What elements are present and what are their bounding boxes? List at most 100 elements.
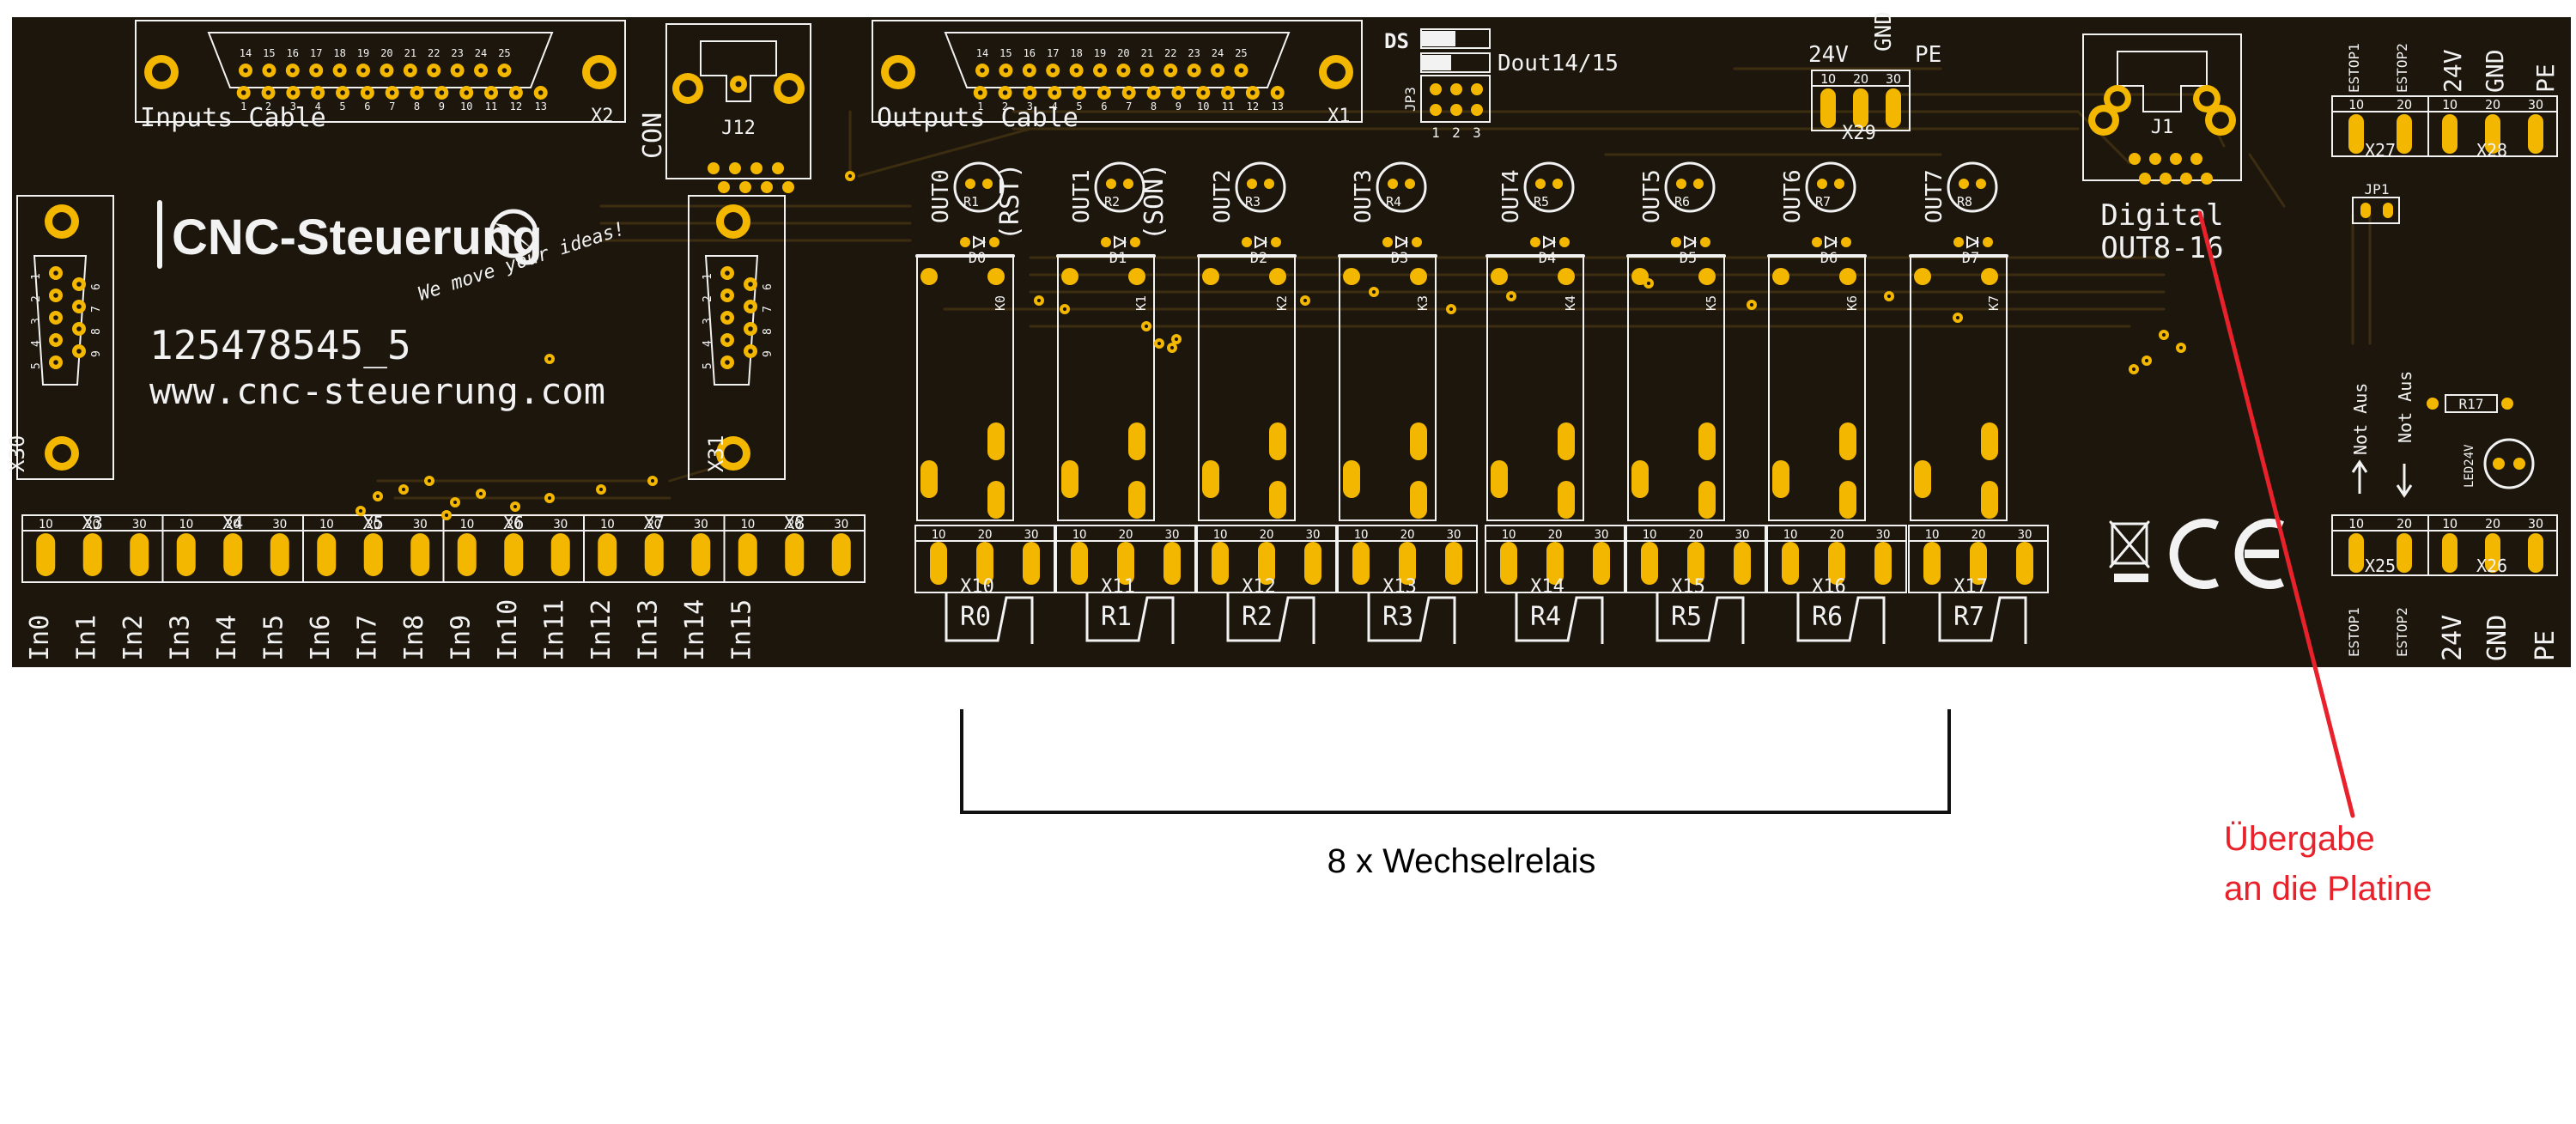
diode-pad: [1530, 237, 1540, 247]
relay-terminal-pad: [1117, 542, 1134, 585]
via-hole: [1371, 289, 1376, 295]
input-connector-ref: X8: [784, 513, 805, 533]
x31-connector-pin-number: 3: [702, 318, 714, 325]
relay-label-frame: [1515, 592, 1604, 644]
input-label: In2: [118, 615, 149, 661]
pin-number-label: 10: [460, 100, 472, 112]
x26-ref: X26: [2476, 556, 2507, 576]
relay-contact-pad: [1061, 460, 1078, 498]
dsub-pin-hole: [1215, 68, 1220, 73]
relay-terminal-outline: [1908, 525, 2049, 593]
x31-connector-pin-hole: [725, 337, 730, 343]
diode-ref: D0: [969, 250, 986, 267]
pin-number-label: 7: [1126, 100, 1132, 112]
dsub-pin-hole: [1077, 90, 1082, 95]
serial-number: 125478545_5: [149, 322, 411, 368]
relay-coil-pad: [1491, 268, 1508, 285]
x31-connector-pin-hole: [725, 360, 730, 365]
dsub-pin-hole: [290, 90, 296, 95]
pin-number-label: 2: [265, 100, 271, 112]
pin-number-label: 9: [1176, 100, 1182, 112]
diode-symbol-icon: [1966, 235, 1980, 249]
input-pin-number: 1O: [459, 518, 474, 532]
relay-terminal-pad: [1734, 542, 1751, 585]
via-hole: [2178, 345, 2184, 350]
output-label: OUT1: [1069, 169, 1095, 223]
dsub-pin-hole: [389, 90, 395, 95]
x30-connector-pin-number: 6: [90, 283, 103, 290]
dsub-pin-hole: [980, 68, 985, 73]
x25-terminal-pin-number: 1O: [2348, 516, 2364, 532]
ds-label: DS: [1384, 29, 1409, 53]
relay-ref: K1: [1133, 295, 1149, 311]
relay-terminal-pad: [1874, 542, 1892, 585]
led-ref: R2: [1104, 194, 1120, 210]
x31-connector-pin-number: 8: [762, 328, 775, 335]
mounting-hole-drill: [2095, 112, 2112, 129]
input-pin-number: 3O: [694, 518, 708, 532]
relay-contact-pad: [1558, 422, 1575, 460]
relay-terminal-pin-number: 3O: [1447, 528, 1461, 542]
inputs-cable-ref: X2: [591, 106, 614, 127]
right-top-label: PE: [2531, 64, 2560, 93]
x30-connector-pin-number: 5: [30, 362, 43, 369]
right-top-label: 24V: [2439, 49, 2467, 93]
input-pin-number: 2O: [507, 518, 521, 532]
logo-text: CNC-Steuerung: [172, 210, 543, 265]
dsub-pin-hole: [1050, 68, 1056, 73]
input-connector-ref: X5: [363, 513, 384, 533]
x30-connector-pin-hole: [53, 270, 58, 276]
led-pad: [2493, 458, 2505, 470]
dsub-pin-hole: [1097, 68, 1103, 73]
relay-contact-pad: [1128, 422, 1145, 460]
led-pad: [1676, 179, 1686, 189]
dsub-pin-hole: [454, 68, 460, 73]
relay-label-frame: [1938, 592, 2027, 644]
x31-connector-pin-number: 7: [762, 306, 775, 313]
pin-number-label: 19: [357, 47, 369, 59]
dsub-pin-hole: [1176, 90, 1182, 95]
input-terminal-pad: [691, 533, 711, 576]
pin-number-label: 13: [534, 100, 546, 112]
relay-terminal-pad: [1258, 542, 1275, 585]
output-label: OUT0: [928, 169, 954, 223]
relay-ref: K5: [1704, 295, 1719, 311]
outputs-cable-outline: [872, 20, 1363, 123]
dsub-pin-hole: [337, 68, 343, 73]
j1-pin: [2201, 173, 2213, 185]
x30-connector-pin-hole: [76, 326, 82, 331]
relay-contact-pad: [1269, 481, 1286, 519]
relay-terminal-pad: [1399, 542, 1416, 585]
dsub-pin-hole: [365, 90, 370, 95]
relay-coil-pad: [1914, 268, 1931, 285]
input-terminal-outline: [723, 514, 866, 583]
dsub-pin-hole: [1151, 90, 1157, 95]
pin-number-label: 25: [498, 47, 510, 59]
relay-terminal-pad: [1641, 542, 1658, 585]
pin-number-label: 14: [240, 47, 252, 59]
led-pad: [1552, 179, 1563, 189]
mounting-hole-drill: [590, 63, 609, 82]
led-pad: [1247, 179, 1257, 189]
pin-number-label: 23: [1188, 47, 1200, 59]
output-label: OUT7: [1922, 169, 1947, 223]
relay-terminal-pad: [1163, 542, 1181, 585]
input-pin-number: 2O: [226, 518, 240, 532]
jp3-pin: [1430, 104, 1442, 116]
led-pad: [1106, 179, 1116, 189]
dsub-pin-hole: [1102, 90, 1107, 95]
via-hole: [427, 478, 432, 483]
relay-contact-pad: [987, 422, 1005, 460]
via-hole: [2161, 332, 2166, 337]
dsub-pin-hole: [265, 90, 271, 95]
dsub-pin-hole: [501, 68, 507, 73]
led-outline: [953, 161, 1005, 213]
output-label: OUT6: [1780, 169, 1806, 223]
diode-ref: D6: [1820, 250, 1838, 267]
relay-terminal-pin-number: 3O: [2018, 528, 2032, 542]
diode-pad: [1841, 237, 1851, 247]
x30-connector-shell: [33, 255, 88, 386]
pin-number-label: 1: [977, 100, 983, 112]
relay-terminal-pin-number: 2O: [1119, 528, 1133, 542]
diode-pad: [989, 237, 999, 247]
